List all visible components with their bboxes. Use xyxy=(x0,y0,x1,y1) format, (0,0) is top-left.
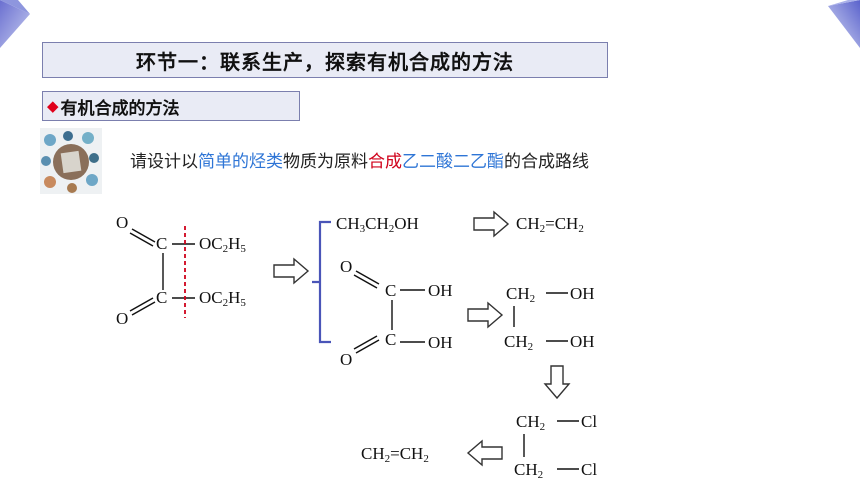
diester-carbon-bottom: C xyxy=(156,288,168,307)
dichloro-cl-top: Cl xyxy=(581,412,598,431)
prompt-text-1: 请设计以 xyxy=(130,152,198,172)
diamond-bullet-icon: ◆ xyxy=(47,97,59,115)
section-title: 环节一：联系生产，探索有机合成的方法 xyxy=(42,42,608,78)
oxalic-carbon-top: C xyxy=(385,281,397,300)
corner-decoration-left xyxy=(0,0,30,48)
glycol-ch2-top: CH2 xyxy=(506,284,536,305)
subtitle-text: 有机合成的方法 xyxy=(60,98,180,119)
diester-bonds xyxy=(129,228,195,316)
diester-oxygen-bottom: O xyxy=(116,309,129,328)
oxalic-hydroxyl-bottom: OH xyxy=(428,333,453,352)
oxalic-oxygen-top: O xyxy=(340,257,353,276)
oxalic-oxygen-bottom: O xyxy=(340,350,353,369)
prompt-highlight-target: 乙二酸二乙酯 xyxy=(402,152,504,172)
oxalic-bonds xyxy=(353,270,425,354)
diester-oxygen-top: O xyxy=(116,213,129,232)
arrow-right-icon xyxy=(473,210,510,238)
glycol-oh-bottom: OH xyxy=(570,332,595,351)
diester-ethoxy-top: OC2H5 xyxy=(199,234,246,255)
branch-bracket xyxy=(312,220,331,344)
oxalic-hydroxyl-top: OH xyxy=(428,281,453,300)
hollow-arrows xyxy=(273,210,571,467)
arrow-down-icon xyxy=(543,365,571,400)
diester-carbon-top: C xyxy=(156,234,168,253)
prompt-highlight-hydrocarbon: 简单的烃类 xyxy=(198,152,283,172)
dichloro-ch2-bottom: CH2 xyxy=(514,460,544,481)
dichloro-cl-bottom: Cl xyxy=(581,460,598,479)
prompt-text-3: 的合成路线 xyxy=(504,152,589,172)
glycol-ch2-bottom: CH2 xyxy=(504,332,534,353)
arrow-right-icon xyxy=(467,301,504,329)
dichloro-ch2-top: CH2 xyxy=(516,412,546,433)
corner-decoration-right xyxy=(828,0,860,48)
section-subtitle: ◆ 有机合成的方法 xyxy=(42,91,300,121)
ethanol-formula: CH3CH2OH xyxy=(336,214,419,235)
prompt-highlight-synthesis: 合成 xyxy=(368,152,402,172)
discussion-illustration-icon xyxy=(40,128,102,194)
diester-ethoxy-bottom: OC2H5 xyxy=(199,288,246,309)
ethylene-formula-top: CH2=CH2 xyxy=(516,214,584,235)
oxalic-carbon-bottom: C xyxy=(385,330,397,349)
prompt-text-2: 物质为原料 xyxy=(283,152,368,172)
arrow-left-icon xyxy=(466,439,503,467)
dichloro-bonds xyxy=(523,420,579,470)
arrow-right-icon xyxy=(273,257,310,285)
ethylene-formula-bottom: CH2=CH2 xyxy=(361,444,429,465)
glycol-bonds xyxy=(513,292,568,342)
glycol-oh-top: OH xyxy=(570,284,595,303)
task-prompt: 请设计以简单的烃类物质为原料合成乙二酸二乙酯的合成路线 xyxy=(130,147,589,172)
